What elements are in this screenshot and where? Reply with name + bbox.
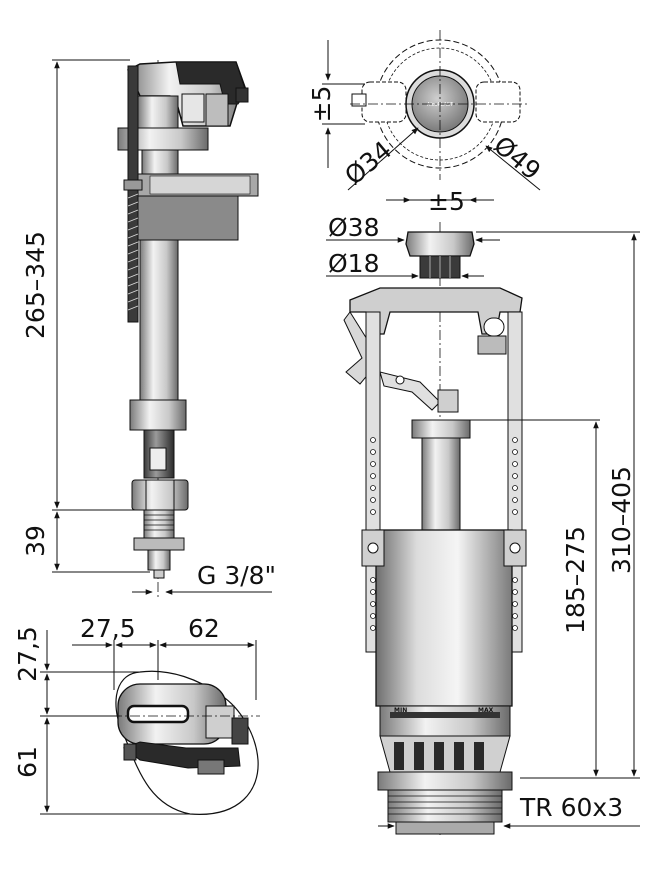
scale-min-label: MIN bbox=[394, 707, 407, 714]
fill-valve-side-view bbox=[117, 60, 259, 598]
inner-diameter-label: Ø34 bbox=[339, 135, 397, 190]
base-thread-label: TR 60x3 bbox=[519, 793, 623, 822]
inlet-height-label: 39 bbox=[21, 525, 50, 557]
fill-valve-top-view bbox=[112, 670, 260, 815]
flush-valve-side-dimensions: ±5 Ø38 Ø18 185–275 310–405 TR 60x3 bbox=[326, 187, 640, 829]
top-depth-label: 61 bbox=[13, 746, 42, 778]
float-offset-label: ±5 bbox=[307, 86, 336, 123]
fill-valve-height-label: 265–345 bbox=[21, 231, 50, 339]
flush-valve-top-view: AlcaPLAST bbox=[350, 30, 530, 180]
overflow-height-label: 185–275 bbox=[561, 526, 590, 634]
inlet-thread-dimension: G 3/8" bbox=[132, 561, 276, 595]
scale-max-label: MAX bbox=[478, 707, 494, 714]
top-offset-y-label: 27,5 bbox=[13, 626, 42, 682]
top-width-label: 62 bbox=[188, 614, 220, 643]
fill-valve-height-dimension: 265–345 39 bbox=[21, 59, 150, 573]
button-offset-label: ±5 bbox=[428, 187, 465, 216]
outer-diameter-label: Ø49 bbox=[488, 130, 546, 185]
stem-diameter-label: Ø18 bbox=[328, 249, 380, 278]
button-diameter-label: Ø38 bbox=[328, 213, 380, 242]
fill-valve-top-dimensions: 27,5 62 27,5 61 bbox=[13, 614, 257, 815]
flush-valve-side-view: MIN MAX bbox=[343, 222, 527, 835]
top-offset-x-label: 27,5 bbox=[80, 614, 136, 643]
brand-label: AlcaPLAST bbox=[427, 102, 454, 108]
flush-valve-height-label: 310–405 bbox=[607, 466, 636, 574]
inlet-thread-label: G 3/8" bbox=[197, 561, 276, 590]
